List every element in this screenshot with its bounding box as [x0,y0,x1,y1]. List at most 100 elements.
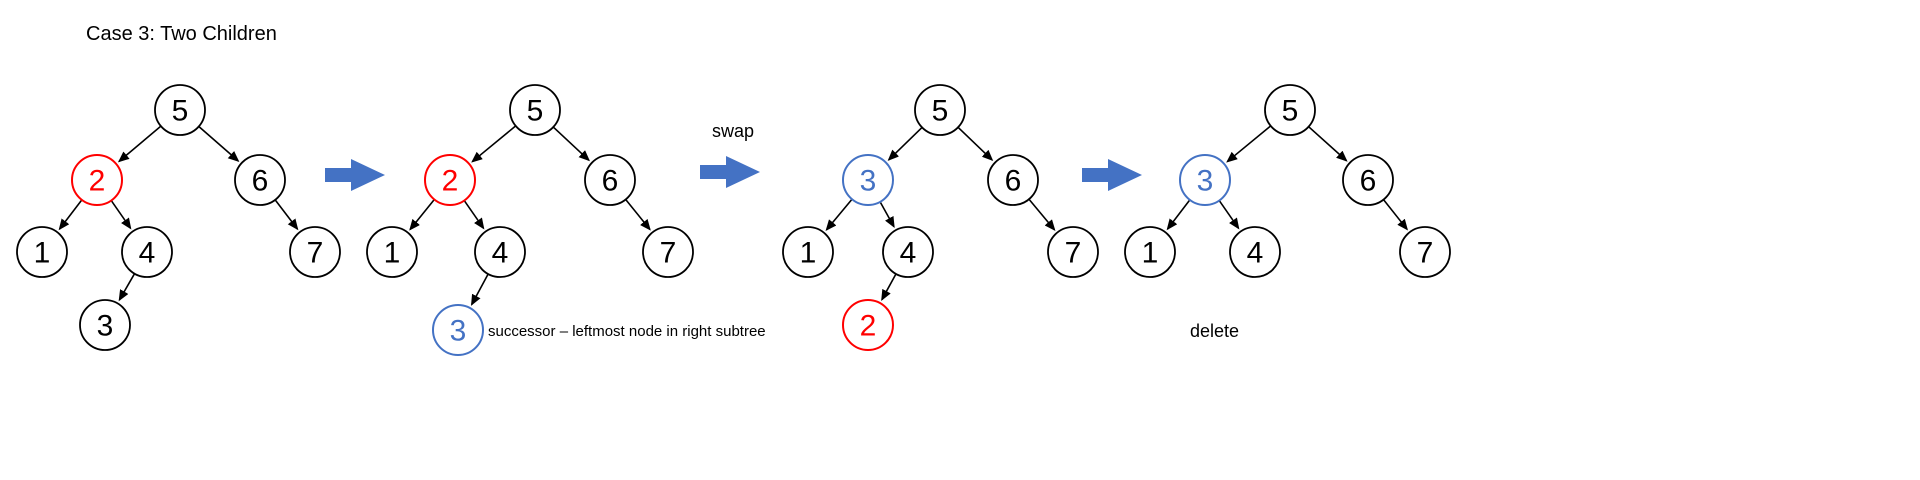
node-circle [1229,226,1281,278]
node-circle [1342,154,1394,206]
tree-edge [58,199,83,231]
node-circle [509,84,561,136]
tree-edge [879,201,895,229]
delete-label: delete [1190,321,1239,341]
tree-node[interactable]: 3 [432,304,484,356]
node-circle [16,226,68,278]
tree-edge [1166,199,1191,231]
tree-node[interactable]: 4 [1229,226,1281,278]
tree-edge [887,126,923,161]
node-circle [1047,226,1099,278]
tree-edges [1166,125,1408,231]
tree-edge [110,200,132,230]
tree-node[interactable]: 4 [882,226,934,278]
node-circle [432,304,484,356]
tree-node[interactable]: 3 [1179,154,1231,206]
node-circle [987,154,1039,206]
tree-edge [117,125,162,163]
tree-node[interactable]: 2 [842,299,894,351]
node-label: 1 [384,237,401,270]
tree-node[interactable]: 4 [474,226,526,278]
node-label: 4 [1247,237,1264,270]
tree-node[interactable]: 7 [1047,226,1099,278]
tree-node[interactable]: 6 [584,154,636,206]
tree-2: 5 2 6 1 4 7 3 [366,84,694,356]
tree-node[interactable]: 1 [1124,226,1176,278]
block-arrows-layer [325,156,1142,191]
tree-node[interactable]: 6 [987,154,1039,206]
tree-edge [1218,200,1240,230]
arrow-3 [1082,159,1142,191]
tree-node[interactable]: 5 [914,84,966,136]
tree-edge [409,198,435,231]
node-label: 4 [139,237,156,270]
tree-node[interactable]: 1 [366,226,418,278]
tree-edge [274,199,299,231]
node-circle [642,226,694,278]
tree-edge [470,273,489,306]
tree-node[interactable]: 6 [234,154,286,206]
tree-edge [552,126,590,162]
node-circle [882,226,934,278]
node-label: 2 [860,310,877,343]
node-label: 5 [172,95,189,128]
node-label: 1 [1142,237,1159,270]
node-circle [914,84,966,136]
tree-edge [825,198,853,231]
node-circle [234,154,286,206]
tree-node[interactable]: 7 [642,226,694,278]
node-circle [842,154,894,206]
tree-node[interactable]: 2 [71,154,123,206]
tree-node[interactable]: 5 [1264,84,1316,136]
tree-edge [1308,126,1348,162]
node-label: 5 [527,95,544,128]
node-label: 6 [602,165,619,198]
tree-node[interactable]: 7 [1399,226,1451,278]
tree-edges [58,125,299,302]
tree-edge [118,273,136,302]
node-circle [121,226,173,278]
tree-node[interactable]: 3 [842,154,894,206]
node-label: 6 [252,165,269,198]
tree-edges [409,125,651,306]
node-circle [584,154,636,206]
tree-node[interactable]: 5 [154,84,206,136]
tree-node[interactable]: 4 [121,226,173,278]
node-label: 2 [442,165,459,198]
node-label: 1 [800,237,817,270]
node-label: 5 [1282,95,1299,128]
tree-node[interactable]: 1 [782,226,834,278]
node-label: 6 [1360,165,1377,198]
tree-node[interactable]: 7 [289,226,341,278]
page-title: Case 3: Two Children [86,23,277,45]
tree-edge [881,273,897,301]
node-circle [782,226,834,278]
tree-edge [471,125,517,163]
tree-node[interactable]: 2 [424,154,476,206]
tree-node[interactable]: 6 [1342,154,1394,206]
node-label: 1 [34,237,51,270]
tree-node[interactable]: 5 [509,84,561,136]
arrow-1 [325,159,385,191]
node-label: 4 [900,237,917,270]
node-circle [1264,84,1316,136]
tree-edges [825,126,1056,301]
tree-edge [198,125,240,162]
node-label: 7 [1417,237,1434,270]
tree-edge [625,198,651,231]
tree-1: 5 2 6 1 4 7 3 [16,84,341,351]
tree-node[interactable]: 1 [16,226,68,278]
node-label: 6 [1005,165,1022,198]
tree-3: 53 6 1 4 7 2 [782,84,1099,351]
tree-edge [1226,125,1272,163]
tree-node[interactable]: 3 [79,299,131,351]
node-label: 7 [1065,237,1082,270]
node-circle [1399,226,1451,278]
node-label: 7 [660,237,677,270]
tree-edge [1028,198,1056,231]
node-circle [79,299,131,351]
node-circle [366,226,418,278]
node-label: 3 [450,315,467,348]
